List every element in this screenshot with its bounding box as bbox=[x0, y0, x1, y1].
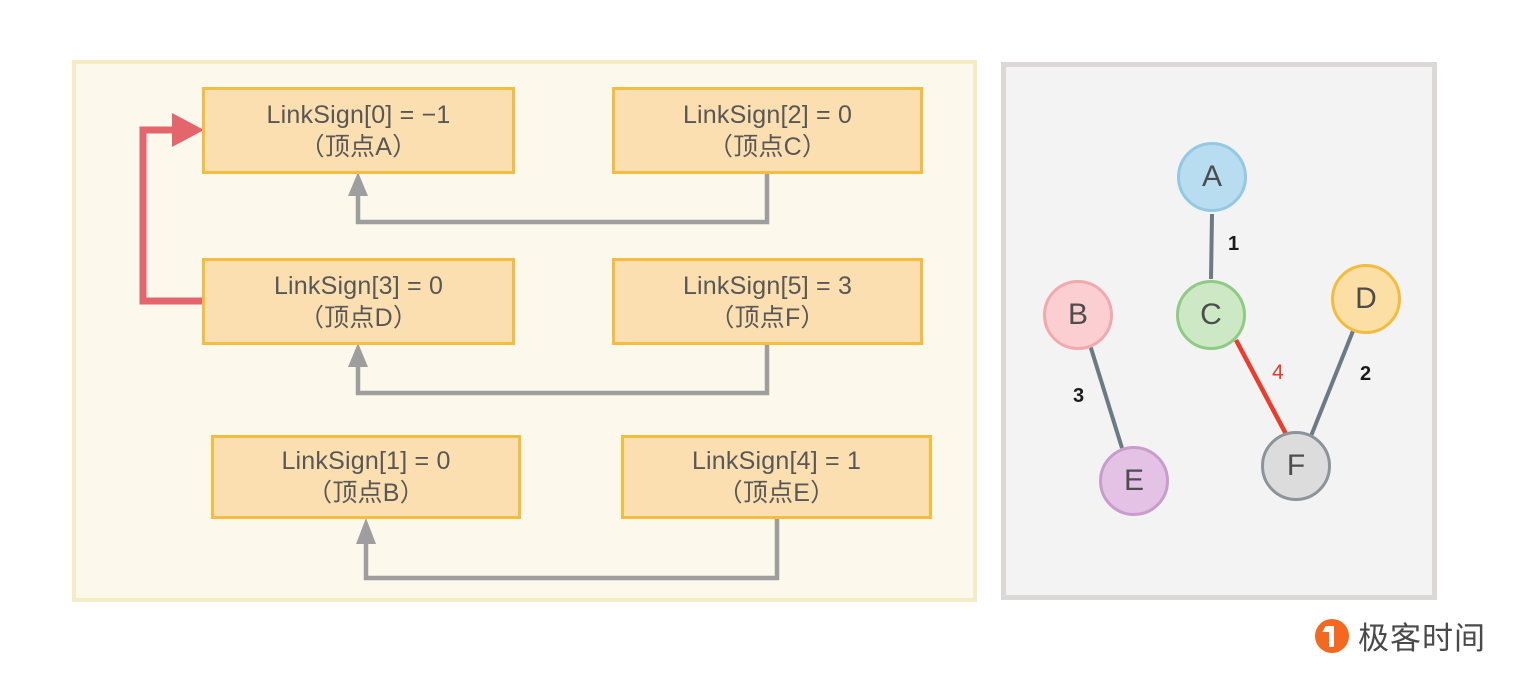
graph-node-d-label: D bbox=[1355, 282, 1377, 315]
linksign-box-f-line1: LinkSign[5] = 3 bbox=[682, 271, 853, 300]
linksign-box-a[interactable]: LinkSign[0] = −1 （顶点A） bbox=[202, 87, 515, 174]
linksign-box-e[interactable]: LinkSign[4] = 1 （顶点E） bbox=[621, 435, 932, 519]
graph-node-c[interactable]: C bbox=[1176, 280, 1246, 350]
linksign-box-d-line1: LinkSign[3] = 0 bbox=[273, 271, 444, 300]
graph-node-a[interactable]: A bbox=[1177, 142, 1247, 212]
graph-node-b-label: B bbox=[1067, 298, 1088, 331]
graph-edge-label-d-f: 2 bbox=[1360, 363, 1372, 385]
linksign-box-b-line2: （顶点B） bbox=[307, 479, 425, 507]
linksign-box-e-line2: （顶点E） bbox=[717, 479, 836, 507]
geektime-logo-icon bbox=[1315, 618, 1349, 653]
graph-edge-label-a-c: 1 bbox=[1228, 233, 1240, 255]
linksign-box-d[interactable]: LinkSign[3] = 0 （顶点D） bbox=[202, 258, 515, 345]
graph-node-e[interactable]: E bbox=[1099, 446, 1169, 516]
linksign-box-a-line2: （顶点A） bbox=[299, 132, 418, 161]
linksign-box-e-line1: LinkSign[4] = 1 bbox=[691, 447, 862, 475]
linksign-box-b-line1: LinkSign[1] = 0 bbox=[281, 447, 451, 475]
linksign-box-c[interactable]: LinkSign[2] = 0 （顶点C） bbox=[612, 87, 923, 174]
linksign-box-f[interactable]: LinkSign[5] = 3 （顶点F） bbox=[612, 258, 923, 345]
graph-edge-label-b-e: 3 bbox=[1073, 385, 1085, 407]
geektime-logo: 极客时间 bbox=[1315, 613, 1486, 658]
linksign-box-a-line1: LinkSign[0] = −1 bbox=[266, 100, 451, 129]
linksign-box-c-line1: LinkSign[2] = 0 bbox=[682, 100, 853, 129]
linksign-box-d-line2: （顶点D） bbox=[298, 303, 419, 332]
graph-node-c-label: C bbox=[1200, 298, 1222, 331]
linksign-box-c-line2: （顶点C） bbox=[707, 132, 828, 161]
linksign-box-b[interactable]: LinkSign[1] = 0 （顶点B） bbox=[211, 435, 521, 519]
graph-node-a-label: A bbox=[1201, 160, 1222, 193]
graph-node-b[interactable]: B bbox=[1043, 280, 1113, 350]
graph-edge-label-c-f: 4 bbox=[1272, 361, 1284, 384]
geektime-logo-text: 极客时间 bbox=[1358, 621, 1486, 657]
linksign-box-f-line2: （顶点F） bbox=[709, 303, 826, 332]
graph-node-f-label: F bbox=[1286, 449, 1306, 482]
graph-node-f[interactable]: F bbox=[1261, 431, 1331, 501]
graph-node-d[interactable]: D bbox=[1331, 264, 1401, 334]
graph-node-e-label: E bbox=[1123, 464, 1144, 497]
